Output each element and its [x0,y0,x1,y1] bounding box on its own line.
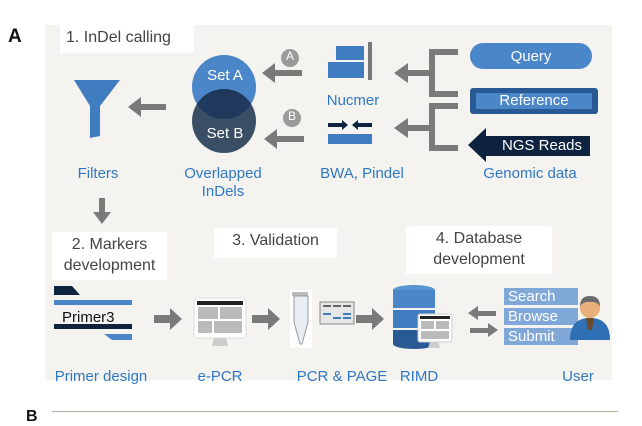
bidirectional-arrows-icon [468,306,498,337]
rimd-label: RIMD [399,368,439,385]
panel-b-letter: B [26,408,38,425]
step-4-line1: 4. Database [435,230,523,247]
browse-menu-item [504,308,578,325]
bwa-pindel-label: BWA, Pindel [320,165,404,182]
panel-b-border [52,411,618,412]
ngs-reads-label: NGS Reads [501,137,583,154]
overlapped-line2: InDels [201,183,245,200]
query-pill [470,43,592,69]
arrow-down-icon [93,198,111,224]
arrow-right-icon [252,308,280,330]
step-2-line1: 2. Markers [71,236,148,253]
venn-diagram-icon [192,55,256,153]
step-2-line2: development [63,257,156,274]
step-3-label: 3. Validation [214,228,337,258]
search-label: Search [508,288,556,305]
user-avatar-icon [570,296,610,340]
badge-a-icon [281,49,299,67]
filters-label: Filters [77,165,119,182]
step-1-label: 1. InDel calling [60,25,194,53]
browse-label: Browse [508,308,559,325]
submit-menu-item [504,328,578,345]
arrow-left-icon [262,63,302,83]
funnel-icon [74,80,120,138]
reference-inner [476,93,592,109]
arrow-left-icon [264,129,304,149]
reference-label: Reference [499,92,569,109]
step-4-label: 4. Database development [406,226,552,274]
query-label: Query [510,48,552,65]
monitor-icon [193,297,247,346]
badge-b-icon [283,109,301,127]
primer-design-icon [54,286,132,340]
badge-a-label: A [285,49,294,63]
overlapped-line1: Overlapped [184,165,262,182]
panel-a-letter: A [8,26,22,47]
bwa-mapping-icon [328,120,372,144]
pcr-tube-gel-icon [290,290,355,348]
genomic-data-label: Genomic data [483,165,577,182]
bracket-connector-icon [394,49,458,151]
arrow-right-icon [356,308,384,330]
badge-b-label: B [287,109,296,123]
primer-design-label: Primer design [54,368,148,385]
user-label: User [562,368,594,385]
set-a-label: Set A [207,67,243,84]
epcr-label: e-PCR [197,368,243,385]
step-2-label: 2. Markers development [52,232,167,280]
submit-label: Submit [508,328,555,345]
primer3-label: Primer3 [62,309,115,326]
set-b-label: Set B [206,125,244,142]
arrow-left-icon [128,97,166,117]
step-4-line2: development [433,251,525,268]
pcr-page-label: PCR & PAGE [296,368,388,385]
arrow-right-icon [154,308,182,330]
nucmer-label: Nucmer [326,92,380,109]
overlapped-indels-label: Overlapped InDels [168,165,278,201]
database-icon [393,285,453,349]
ngs-reads-arrow-icon [468,128,590,162]
nucmer-alignment-icon [328,42,372,80]
search-menu-item [504,288,578,305]
